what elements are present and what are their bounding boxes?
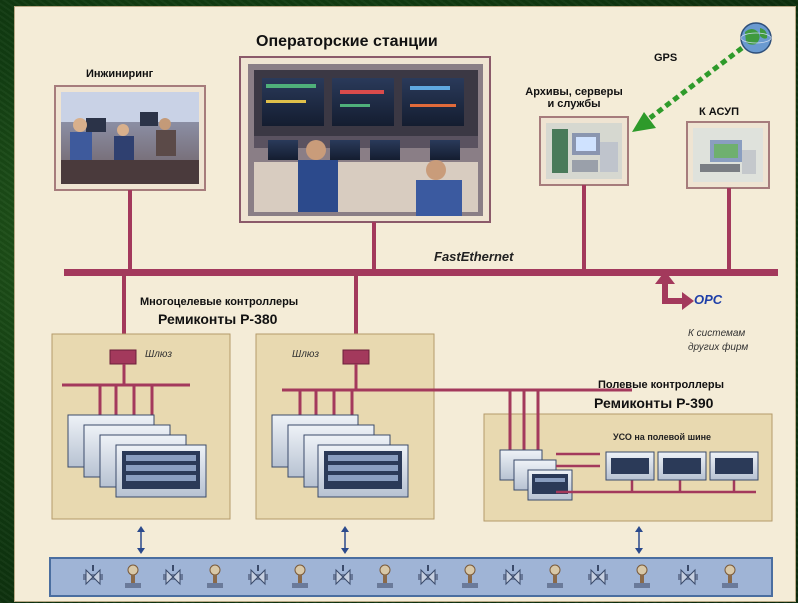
field-equipment-strip — [49, 557, 773, 597]
operator-stations-title: Операторские станции — [256, 33, 438, 50]
gps-arrow — [632, 46, 744, 132]
field-controllers-label: Полевые контроллеры — [598, 379, 724, 391]
globe-icon — [740, 22, 772, 54]
controller-rack-icon — [67, 414, 207, 498]
gateway-1 — [109, 349, 137, 365]
opc-label: OPC — [694, 292, 723, 307]
fastethernet-bus — [64, 269, 778, 276]
multi-controllers-label: Многоцелевые контроллеры — [140, 296, 299, 308]
opc-sub-label: К системам других фирм — [688, 327, 748, 355]
valve-icon — [83, 565, 698, 586]
asup-photo — [686, 121, 770, 189]
asup-label: К АСУП — [699, 106, 739, 118]
engineering-photo — [54, 85, 206, 191]
opc-sub-line1: К системам — [688, 328, 746, 339]
field-bus — [556, 452, 756, 494]
field-arrows — [137, 526, 643, 554]
fastethernet-label: FastEthernet — [434, 249, 514, 264]
gateway-2-label: Шлюз — [292, 349, 320, 360]
archives-photo — [539, 116, 629, 186]
engineering-label: Инжиниринг — [86, 68, 154, 80]
p380-label: Ремиконты Р-380 — [158, 311, 278, 327]
uso-module-icon — [605, 451, 759, 481]
archives-label-line2: и службы — [547, 98, 601, 110]
archives-label-line1: Архивы, серверы — [525, 86, 623, 98]
p390-label: Ремиконты Р-390 — [594, 395, 714, 411]
gateway-1-label: Шлюз — [145, 349, 173, 360]
archives-label: Архивы, серверы и службы — [518, 86, 630, 110]
operator-stations-photo — [239, 56, 491, 223]
gateway-2 — [342, 349, 370, 365]
actuator-icon — [125, 564, 738, 588]
gps-label: GPS — [654, 52, 678, 64]
controller-rack-icon — [271, 414, 409, 498]
uso-label: УСО на полевой шине — [613, 432, 712, 442]
opc-arrow — [655, 271, 694, 310]
controller-rack-icon — [499, 449, 573, 501]
opc-sub-line2: других фирм — [688, 342, 749, 353]
